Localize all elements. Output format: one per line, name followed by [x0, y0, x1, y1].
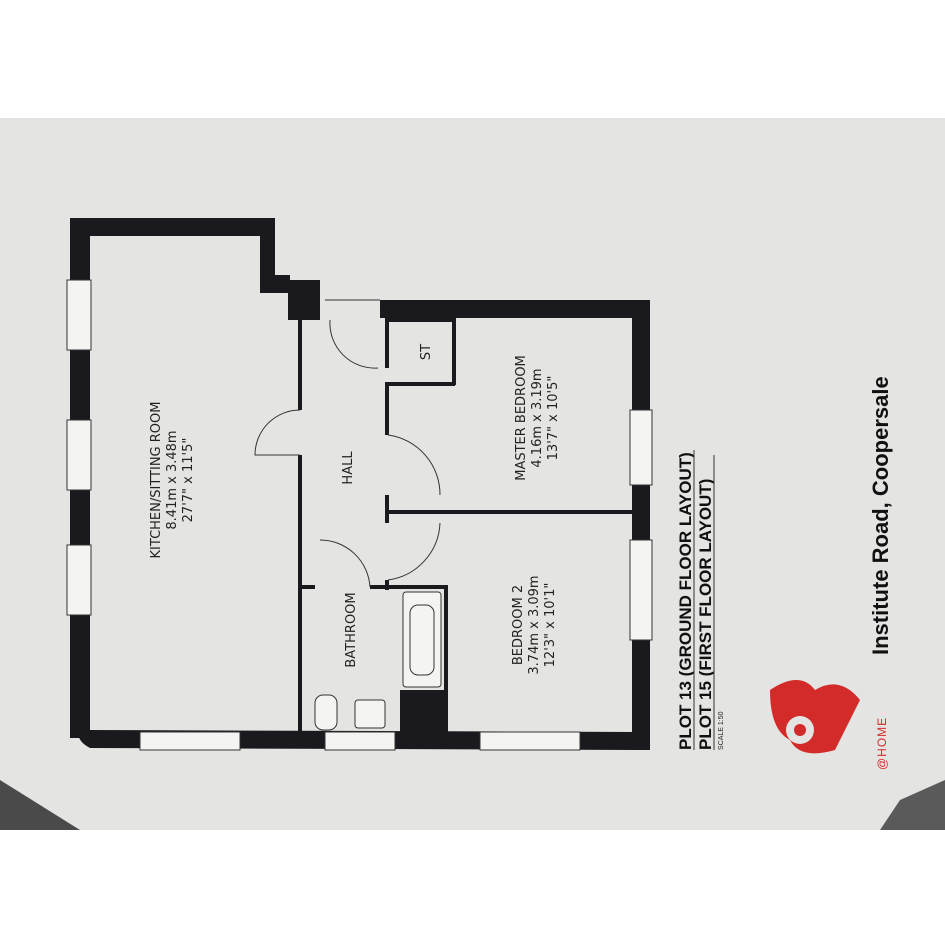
room-master-bedroom: MASTER BEDROOM 4.16m x 3.19m 13'7" x 10'… — [514, 355, 561, 481]
room-store: ST — [419, 344, 434, 360]
room-imperial: 13'7" x 10'5" — [546, 376, 561, 461]
room-name: HALL — [341, 451, 356, 485]
room-metric: 4.16m x 3.19m — [530, 368, 545, 467]
room-name: MASTER BEDROOM — [514, 355, 529, 481]
plot-13-title: PLOT 13 (GROUND FLOOR LAYOUT) — [676, 452, 695, 750]
table-surface — [0, 780, 80, 830]
brand-logo: @HOME — [770, 680, 889, 770]
room-name: ST — [419, 344, 434, 360]
plot-15-title: PLOT 15 (FIRST FLOOR LAYOUT) — [696, 479, 715, 750]
room-bathroom: BATHROOM — [344, 592, 359, 667]
room-metric: 8.41m x 3.48m — [165, 430, 180, 529]
table-surface-right — [880, 780, 945, 830]
address: Institute Road, Coopersale — [868, 376, 893, 655]
room-name: KITCHEN/SITTING ROOM — [149, 402, 164, 559]
bathroom-fixtures — [314, 591, 442, 731]
windows — [66, 279, 653, 751]
scale-label: SCALE 1:50 — [718, 711, 725, 750]
room-metric: 3.74m x 3.09m — [527, 575, 542, 674]
address-text: Institute Road, Coopersale — [868, 376, 893, 655]
room-bedroom-2: BEDROOM 2 3.74m x 3.09m 12'3" x 10'1" — [511, 575, 558, 674]
room-name: BEDROOM 2 — [511, 585, 526, 665]
title-block: PLOT 13 (GROUND FLOOR LAYOUT) PLOT 15 (F… — [676, 450, 725, 750]
toilet-icon — [314, 694, 338, 731]
room-imperial: 12'3" x 10'1" — [543, 583, 558, 668]
doors — [254, 299, 441, 588]
sink-icon — [354, 699, 386, 729]
room-hall: HALL — [341, 451, 356, 485]
room-kitchen: KITCHEN/SITTING ROOM 8.41m x 3.48m 27'7"… — [149, 402, 196, 559]
room-name: BATHROOM — [344, 592, 359, 667]
room-imperial: 27'7" x 11'5" — [181, 438, 196, 523]
brand-name: @HOME — [875, 717, 889, 770]
